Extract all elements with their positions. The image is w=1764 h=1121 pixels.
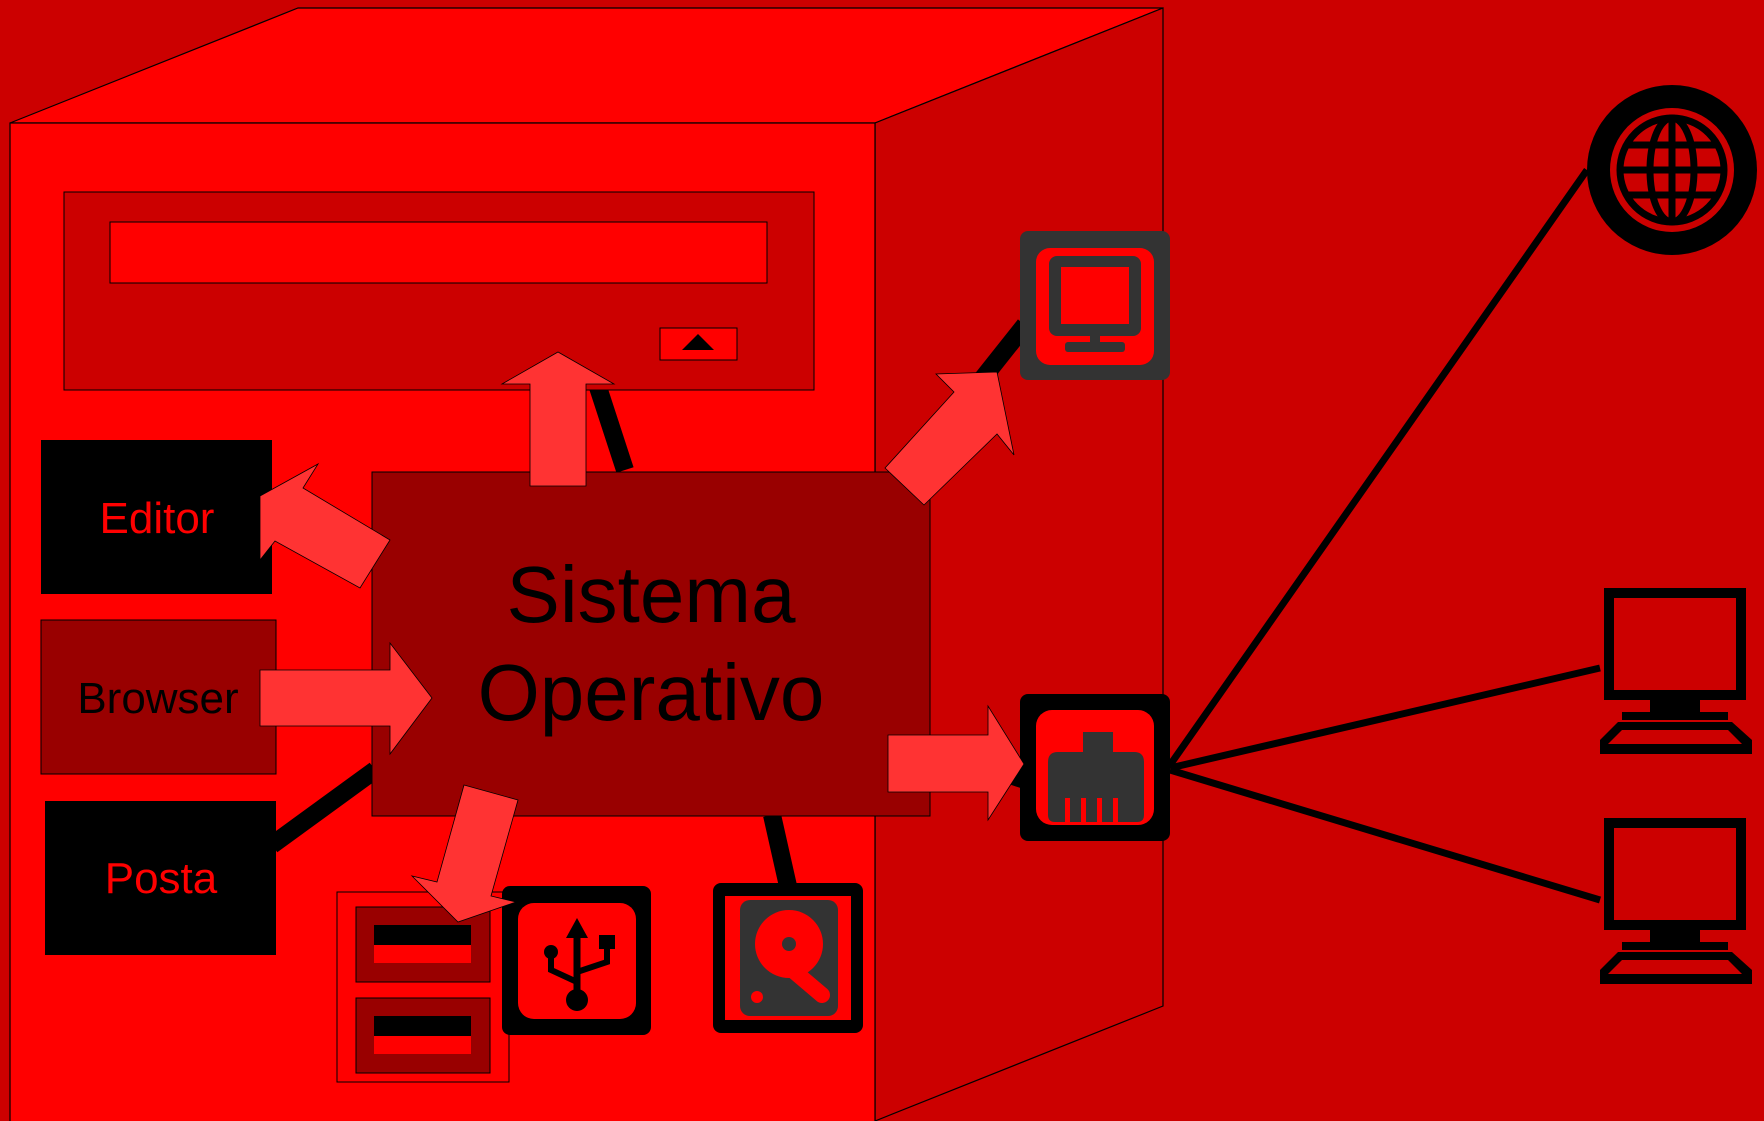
arrow-to-optical-drive bbox=[500, 351, 616, 487]
pc2-keyboard-gap bbox=[1608, 960, 1742, 974]
monitor-foot bbox=[1065, 342, 1125, 352]
pc1-display bbox=[1614, 598, 1736, 690]
usb-symbol bbox=[544, 918, 615, 1011]
disk-led bbox=[751, 991, 763, 1003]
port-socket bbox=[1048, 732, 1144, 822]
ram-module-icon bbox=[336, 891, 510, 1083]
arrows bbox=[259, 351, 1025, 923]
link-os-disk bbox=[763, 813, 799, 897]
globe-grid bbox=[1616, 114, 1728, 226]
pc2-display bbox=[1614, 828, 1736, 920]
computer-icon bbox=[1600, 588, 1752, 754]
link-network-internet bbox=[1167, 167, 1590, 768]
pc2-neck bbox=[1650, 930, 1700, 942]
browser-box bbox=[40, 619, 277, 775]
arrow-to-ram bbox=[410, 784, 519, 923]
port-pins bbox=[1065, 798, 1118, 822]
link-os-posta bbox=[266, 762, 381, 853]
hard-disk-icon bbox=[713, 883, 863, 1033]
eject-icon bbox=[682, 334, 714, 350]
pc1-keyboard-gap bbox=[1608, 730, 1742, 744]
pc2-stand bbox=[1622, 942, 1728, 950]
arrow-to-network bbox=[887, 704, 1025, 822]
posta-label: Posta bbox=[105, 854, 218, 903]
application-editor: Editor bbox=[41, 440, 272, 594]
disk-arm bbox=[781, 959, 830, 1003]
globe-icon bbox=[1587, 85, 1757, 255]
computer-icon bbox=[1600, 818, 1752, 984]
ram-slot-2-bar bbox=[374, 1016, 471, 1036]
arrow-to-editor bbox=[259, 462, 391, 589]
optical-drive-tray bbox=[109, 221, 768, 284]
link-os-optical bbox=[586, 375, 634, 473]
disk-spindle bbox=[782, 937, 796, 951]
browser-label: Browser bbox=[77, 674, 238, 723]
application-posta: Posta bbox=[45, 801, 276, 955]
arrow-to-monitor bbox=[884, 371, 1015, 506]
optical-drive-icon bbox=[63, 191, 815, 391]
pc1-stand bbox=[1622, 712, 1728, 720]
link-network-pc2 bbox=[1168, 766, 1602, 904]
posta-box bbox=[45, 801, 276, 955]
ethernet-port-icon bbox=[1020, 694, 1170, 841]
monitor-icon bbox=[1020, 231, 1170, 380]
ram-slot-1-bar bbox=[374, 925, 471, 945]
os-title-line1: Sistema bbox=[507, 550, 796, 639]
os-title-line2: Operativo bbox=[478, 648, 825, 737]
arrow-from-browser bbox=[259, 641, 433, 756]
editor-label: Editor bbox=[100, 494, 215, 543]
ram-slot-2-light bbox=[374, 1036, 471, 1054]
monitor-neck bbox=[1090, 336, 1100, 345]
editor-box bbox=[41, 440, 272, 594]
application-browser: Browser bbox=[40, 619, 277, 775]
ram-slot-1-light bbox=[374, 945, 471, 963]
pc1-neck bbox=[1650, 700, 1700, 712]
os-core: Sistema Operativo bbox=[371, 471, 931, 817]
link-network-pc1 bbox=[1169, 664, 1601, 772]
usb-icon bbox=[502, 886, 651, 1035]
monitor-screen bbox=[1061, 267, 1129, 324]
os-box bbox=[371, 471, 931, 817]
